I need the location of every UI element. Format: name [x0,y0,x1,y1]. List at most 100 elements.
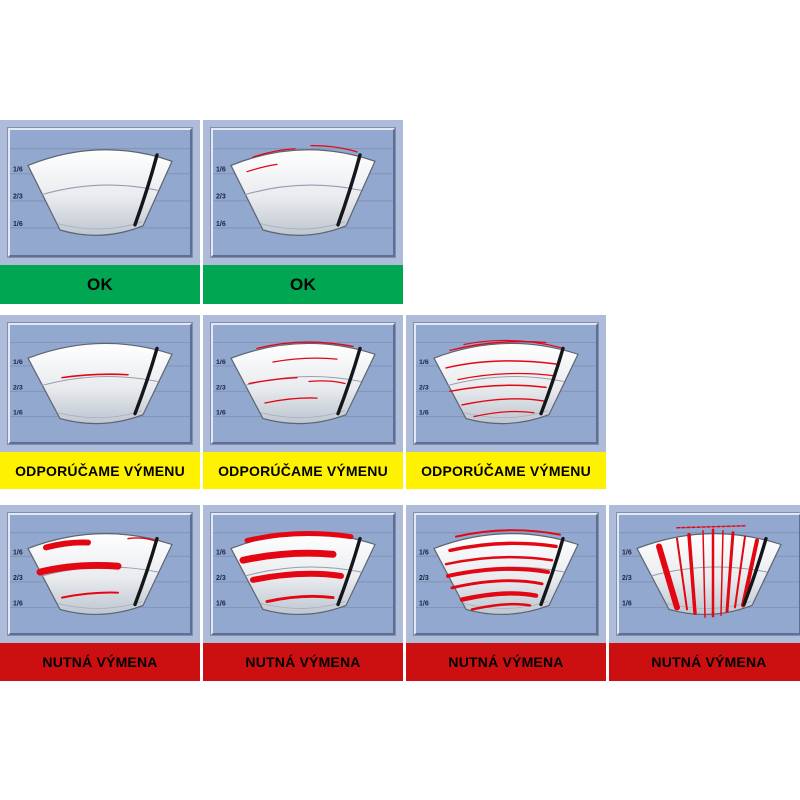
wiper-sweep-diagram: 1/6 2/3 1/6 [416,529,596,616]
wiper-sweep-area [230,342,376,425]
wear-streak [446,566,550,578]
wear-streak [473,410,535,418]
wiper-sweep-area [27,533,173,616]
wiper-blade [133,536,159,607]
zone-fraction-label: 2/3 [13,193,23,201]
wear-streak [264,397,318,404]
wear-streak [461,398,545,406]
zone-fraction-label: 1/6 [419,601,429,608]
wear-streak [250,570,344,583]
wear-streak [127,537,155,542]
wear-streak [61,591,119,599]
wear-streak [463,339,565,349]
zone-fraction-label: 1/6 [216,359,226,366]
wear-streak [239,549,337,564]
wear-streak [444,555,554,566]
wiper-blade [336,346,362,416]
zone-fraction-label: 1/6 [419,359,429,366]
wiper-sweep-diagram: 1/62/31/6 [10,342,190,425]
wear-streak [36,561,122,576]
zone-fraction-label: 1/6 [419,549,429,556]
status-label-replace: NUTNÁ VÝMENA [0,643,200,681]
wear-streak [252,148,296,158]
wear-streak [310,144,358,153]
wiper-blade [539,346,565,416]
wiper-sweep-area [27,342,173,425]
wiper-blade [133,346,159,416]
zone-fraction-label: 1/6 [216,166,226,174]
zone-fraction-label: 2/3 [419,384,429,391]
wiper-condition-clean: 1/6 2/3 1/6 OK [0,120,200,304]
wear-streak [725,531,735,613]
wiper-blade [336,153,362,227]
wear-streak [43,539,91,551]
wear-streak [265,594,335,604]
wiper-diagram-tile: 1/6 2/3 1/6 [203,315,403,452]
wiper-blade [133,153,159,227]
wiper-diagram-frame: 1/6 2/3 1/6 [8,128,192,257]
status-label-ok: OK [0,265,200,304]
wear-streak [687,532,697,616]
status-label-ok: OK [203,265,403,304]
wiper-diagram-tile: 1/6 2/3 1/6 [0,120,200,265]
zone-fraction-label: 1/6 [216,549,226,556]
wiper-diagram-tile: 1/6 2/3 1/6 [406,505,606,643]
wiper-diagram-frame: 1/6 2/3 1/6 [211,323,395,444]
wiper-diagram-tile: 1/6 2/3 1/6 [203,505,403,643]
zone-fraction-label: 2/3 [216,575,226,582]
zone-fraction-label: 1/6 [13,359,23,366]
wiper-sweep-diagram: 1/62/31/6 [619,525,799,619]
zone-fraction-label: 1/6 [216,410,226,417]
zone-fraction-label: 1/6 [622,601,632,608]
wear-streak [741,538,759,608]
zone-fraction-label: 1/6 [13,166,23,174]
wear-streak [449,340,547,352]
wiper-sweep-area [27,149,173,236]
wear-streak [457,372,555,381]
wiper-blade [336,536,362,607]
wear-streak [459,591,539,602]
wiper-diagram-frame: 1/6 2/3 1/6 [211,513,395,635]
wear-streak [702,529,706,619]
wear-streak [61,373,129,379]
wear-streak [246,163,278,173]
wear-streak [272,357,338,363]
wear-streak [248,376,298,385]
wear-streak [448,541,558,553]
zone-fraction-label: 1/6 [216,601,226,608]
wear-streak [676,525,746,529]
zone-fraction-label: 2/3 [216,193,226,201]
status-label-recommend: ODPORÚČAME VÝMENU [0,452,200,489]
wear-streak [308,380,346,385]
wear-streak [676,537,688,611]
wear-streak [449,384,547,393]
status-label-replace: NUTNÁ VÝMENA [406,643,606,681]
zone-fraction-label: 2/3 [13,384,23,391]
wiper-sweep-area [433,533,579,616]
status-label-replace: NUTNÁ VÝMENA [609,643,800,681]
wiper-sweep-diagram: 1/6 2/3 1/6 [10,148,190,236]
wear-streak [656,543,680,611]
zone-fraction-label: 2/3 [419,575,429,582]
zone-fraction-label: 1/6 [13,549,23,556]
zone-fraction-label: 2/3 [622,575,632,582]
wear-streak [244,531,354,544]
zone-fraction-label: 2/3 [216,384,226,391]
wiper-diagram-frame: 1/6 2/3 1/6 [414,513,598,635]
zone-fraction-label: 1/6 [13,220,23,228]
